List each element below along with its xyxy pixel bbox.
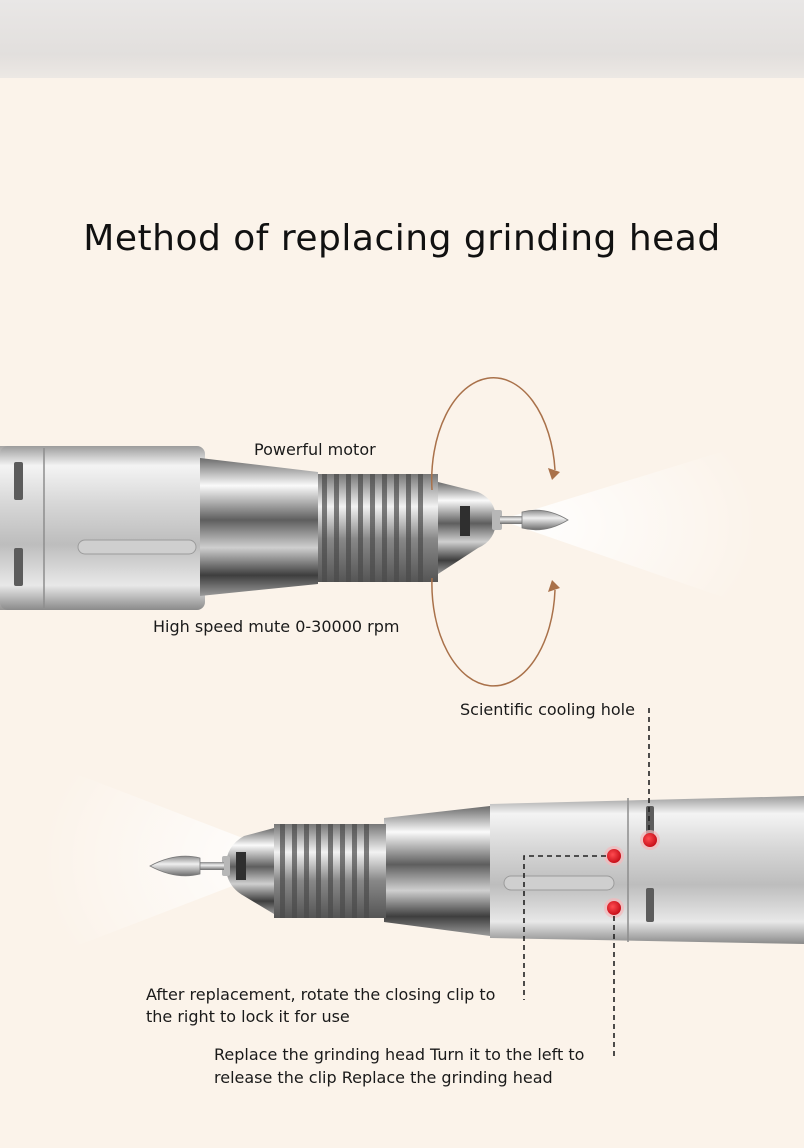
top-banner-strip <box>0 0 804 78</box>
label-cooling-hole: Scientific cooling hole <box>460 700 635 719</box>
cooling-hole-marker-icon <box>640 830 660 850</box>
label-lock-line-2: the right to lock it for use <box>146 1007 350 1026</box>
page-title: Method of replacing grinding head <box>83 218 721 259</box>
label-release-line-2: release the clip Replace the grinding he… <box>214 1068 553 1087</box>
rotation-arrows-icon <box>430 376 560 687</box>
label-lock-line-1: After replacement, rotate the closing cl… <box>146 985 496 1004</box>
nail-drill-pen-left <box>149 796 804 944</box>
release-clip-marker-icon <box>604 898 624 918</box>
label-release-line-1: Replace the grinding head Turn it to the… <box>214 1045 585 1064</box>
label-powerful-motor: Powerful motor <box>254 440 376 459</box>
nail-drill-pen-right <box>0 446 569 610</box>
leader-lines <box>523 708 650 1058</box>
lock-clip-marker-icon <box>604 846 624 866</box>
light-beam-right <box>500 440 760 610</box>
label-high-speed: High speed mute 0-30000 rpm <box>153 617 400 636</box>
